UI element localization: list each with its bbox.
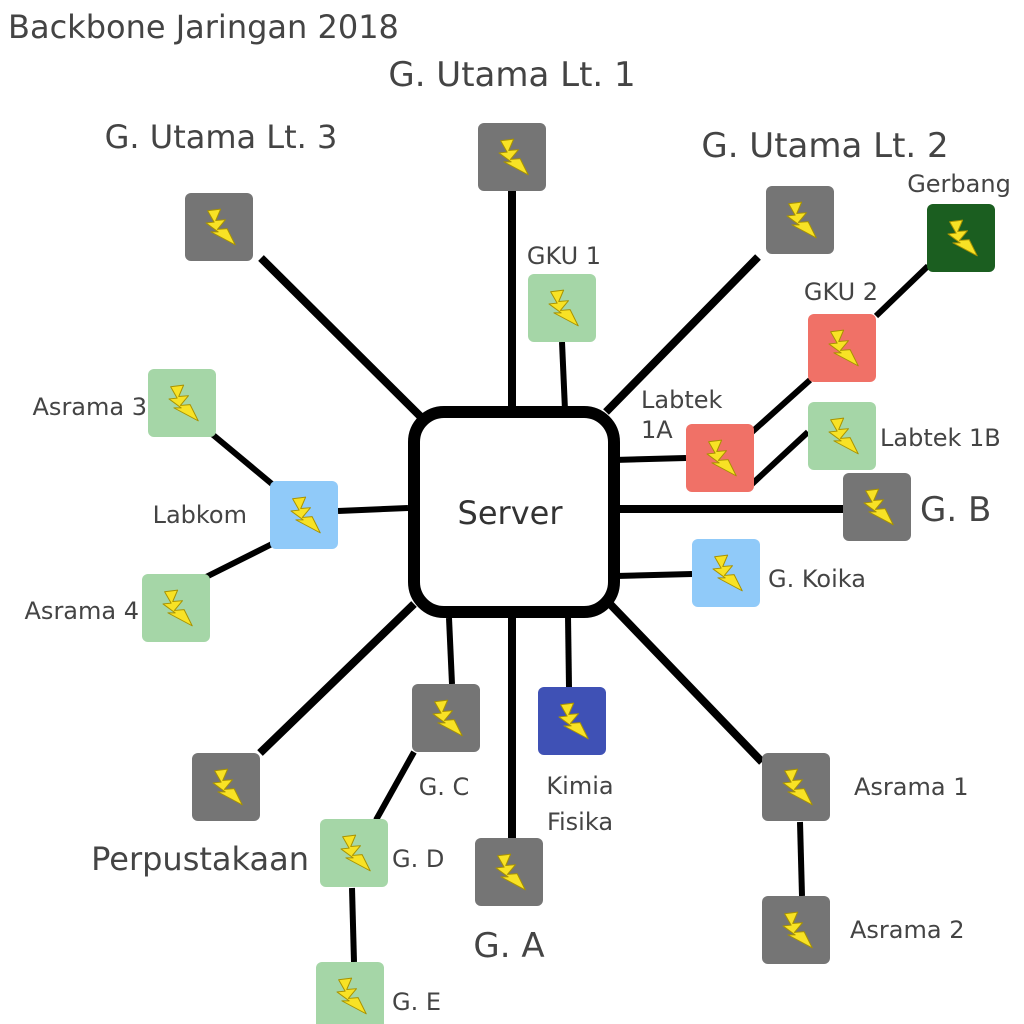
link-gku-2-gerbang <box>873 263 931 319</box>
node-g-d[interactable]: G. D <box>320 819 444 887</box>
links-layer <box>202 186 931 963</box>
node-label: Asrama 2 <box>850 916 964 944</box>
diagram-title: Backbone Jaringan 2018 <box>8 8 399 46</box>
link-asrama-1-asrama-2 <box>797 821 805 897</box>
node-label: G. D <box>392 845 444 873</box>
node-label: G. B <box>920 490 991 530</box>
node-g-b[interactable]: G. B <box>843 473 991 541</box>
node-label: Labtek 1B <box>880 424 1001 452</box>
node-label-line: 1A <box>641 416 673 444</box>
link-server-gku-1 <box>559 341 568 411</box>
link-labtek-1a-labtek-1b <box>749 429 811 487</box>
node-label: G. A <box>473 926 544 966</box>
node-label: G. Utama Lt. 2 <box>701 126 948 166</box>
node-labtek-1b[interactable]: Labtek 1B <box>808 402 1001 470</box>
node-label: G. Utama Lt. 3 <box>105 118 338 156</box>
server-label: Server <box>458 494 564 532</box>
link-server-g-c <box>446 617 455 685</box>
link-server-g-utama-lt-3 <box>258 255 425 421</box>
node-label-line: Labtek <box>641 386 722 414</box>
node-label: Gerbang <box>907 170 1011 198</box>
node-g-c[interactable]: G. C <box>412 684 480 801</box>
link-labtek-1a-gku-2 <box>749 377 813 435</box>
node-label: Perpustakaan <box>91 840 309 878</box>
link-server-g-utama-lt-2 <box>603 254 761 415</box>
node-g-utama-lt-3[interactable]: G. Utama Lt. 3 <box>105 118 338 261</box>
link-labkom-asrama-3 <box>210 431 274 487</box>
node-asrama-4[interactable]: Asrama 4 <box>25 574 210 642</box>
node-label-line: Fisika <box>547 808 613 836</box>
node-label: Asrama 1 <box>854 773 968 801</box>
node-g-a[interactable]: G. A <box>473 838 545 966</box>
node-gku-2[interactable]: GKU 2 <box>804 278 878 382</box>
node-g-utama-lt-2[interactable]: G. Utama Lt. 2 <box>701 126 949 254</box>
link-g-c-g-d <box>373 750 417 822</box>
node-label: GKU 1 <box>527 242 601 270</box>
node-labkom[interactable]: Labkom <box>153 481 338 549</box>
node-gku-1[interactable]: GKU 1 <box>527 242 601 342</box>
link-labkom-asrama-4 <box>202 541 274 581</box>
link-server-g-koika <box>615 571 693 579</box>
node-label: G. Koika <box>768 565 866 593</box>
link-server-perpustakaan <box>257 601 417 756</box>
link-server-asrama-1 <box>607 601 765 765</box>
node-label: Asrama 4 <box>25 597 139 625</box>
node-g-utama-lt-1[interactable]: G. Utama Lt. 1 <box>388 55 636 191</box>
link-g-d-g-e <box>349 887 357 963</box>
node-asrama-2[interactable]: Asrama 2 <box>762 896 964 964</box>
node-gerbang[interactable]: Gerbang <box>907 170 1011 272</box>
node-asrama-3[interactable]: Asrama 3 <box>33 369 216 437</box>
node-label-line: Kimia <box>546 772 613 800</box>
node-g-koika[interactable]: G. Koika <box>692 539 866 607</box>
link-server-kimia-fisika <box>565 615 572 688</box>
node-perpustakaan[interactable]: Perpustakaan <box>91 753 309 878</box>
node-label: GKU 2 <box>804 278 878 306</box>
link-server-labtek-1a <box>613 455 687 463</box>
link-server-labkom <box>337 505 409 514</box>
node-label: Asrama 3 <box>33 393 147 421</box>
server-node[interactable]: Server <box>408 406 620 618</box>
nodes-layer: G. Utama Lt. 1 G. Utama Lt. 3 G. Utama Lt.… <box>25 55 1011 1024</box>
node-label: Labkom <box>153 501 247 529</box>
node-label: G. C <box>419 773 470 801</box>
node-asrama-1[interactable]: Asrama 1 <box>762 753 968 821</box>
node-label: G. Utama Lt. 1 <box>388 55 635 95</box>
node-g-e[interactable]: G. E <box>316 962 441 1024</box>
node-label: G. E <box>392 988 441 1016</box>
